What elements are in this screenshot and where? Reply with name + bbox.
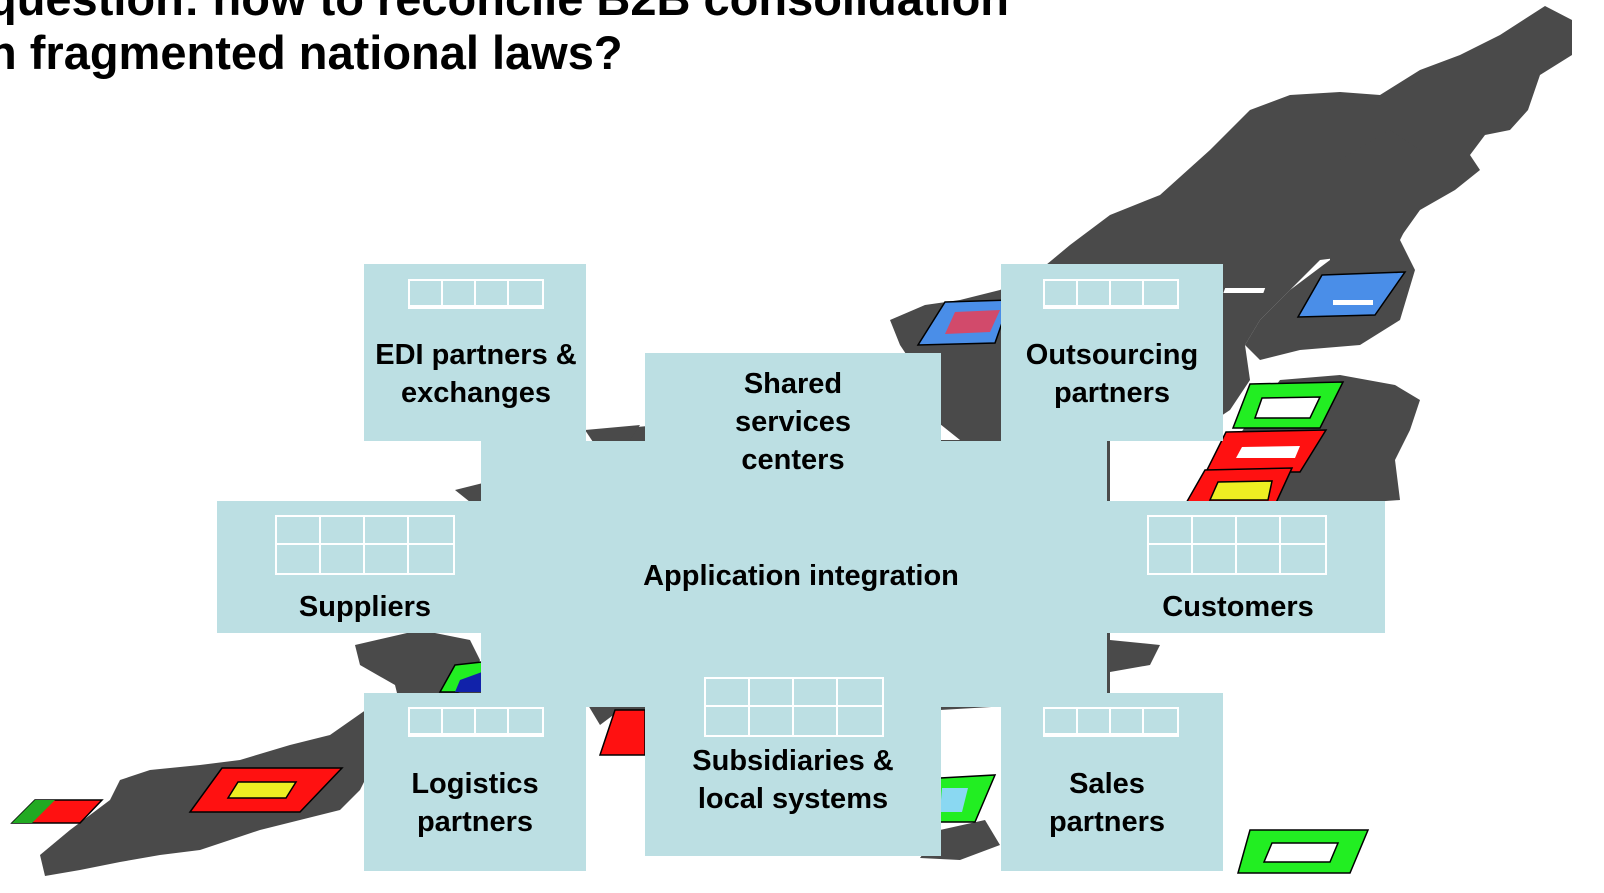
suppliers-label-text: Suppliers xyxy=(298,591,432,623)
logistics-partners-label: Logistics partners xyxy=(364,765,586,841)
edi-label-line2: exchanges xyxy=(401,377,551,409)
edi-grid-icon xyxy=(408,279,544,309)
slide-title-line2: n fragmented national laws? xyxy=(0,26,623,79)
logistics-label-line2: partners xyxy=(416,806,534,838)
subsidiaries-label: Subsidiaries & local systems xyxy=(645,742,941,818)
customers-label-text: Customers xyxy=(1162,591,1314,623)
sales-label-line2: partners xyxy=(1048,806,1166,838)
customers-label: Customers xyxy=(1090,588,1386,626)
logistics-label-line1: Logistics xyxy=(411,768,539,800)
center-label-text: Application integration xyxy=(643,560,959,592)
customers-grid-icon xyxy=(1147,515,1327,575)
shared-services-node xyxy=(645,353,941,493)
slide-title: question: how to reconcile B2B consolida… xyxy=(0,0,1009,80)
sales-partners-label: Sales partners xyxy=(1001,765,1213,841)
edi-label-line1: EDI partners & xyxy=(375,339,577,371)
flags-layer xyxy=(10,271,1407,874)
outsourcing-partners-label: Outsourcing partners xyxy=(1001,336,1223,412)
subsidiaries-label-line2: local systems xyxy=(697,783,889,815)
subsidiaries-grid-icon xyxy=(704,677,884,737)
outsourcing-grid-icon xyxy=(1043,279,1179,309)
edi-partners-label: EDI partners & exchanges xyxy=(364,336,588,412)
shared-label-line2: services xyxy=(734,406,852,438)
suppliers-label: Suppliers xyxy=(217,588,513,626)
slide-title-line1: question: how to reconcile B2B consolida… xyxy=(0,0,1009,25)
suppliers-node xyxy=(217,501,487,633)
outsourcing-label-line2: partners xyxy=(1053,377,1171,409)
sales-partners-node xyxy=(1001,693,1223,871)
suppliers-grid-icon xyxy=(275,515,455,575)
shared-label-line1: Shared xyxy=(743,368,843,400)
flag-finland xyxy=(1296,271,1407,318)
sales-label-line1: Sales xyxy=(1069,768,1145,800)
subsidiaries-label-line1: Subsidiaries & xyxy=(692,745,894,777)
logistics-grid-icon xyxy=(408,707,544,737)
sales-grid-icon xyxy=(1043,707,1179,737)
shared-services-label: Shared services centers xyxy=(645,365,941,479)
shared-label-line3: centers xyxy=(741,444,845,476)
center-label: Application integration xyxy=(481,557,1121,595)
outsourcing-label-line1: Outsourcing xyxy=(1025,339,1199,371)
outsourcing-partners-node xyxy=(1001,264,1223,441)
